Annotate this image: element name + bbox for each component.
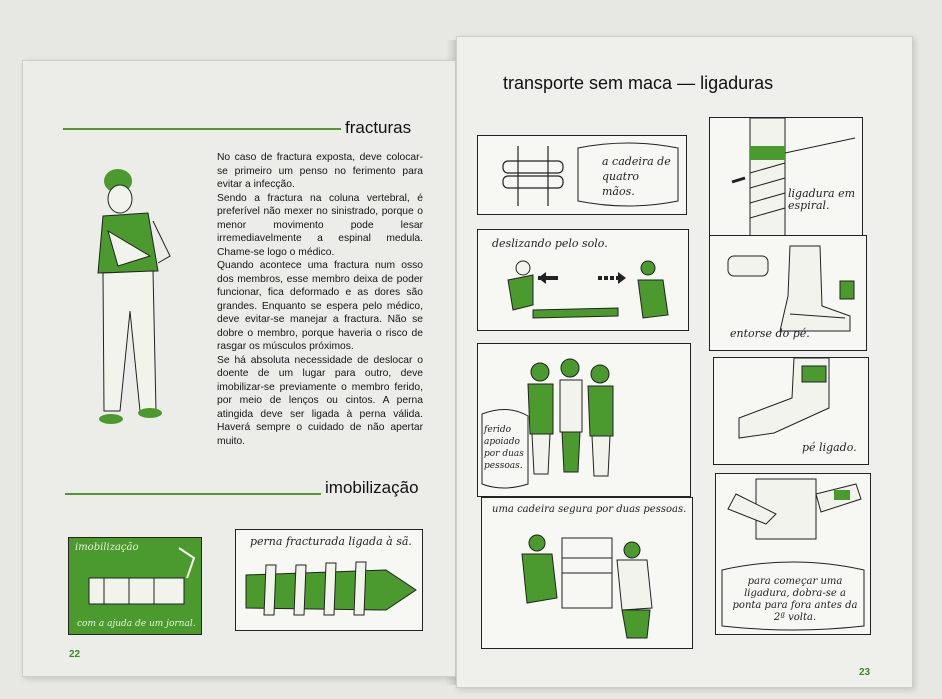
supported-by-two-panel: ferido apoiado por duas pessoas. [477,343,691,497]
leg-tied-caption: perna fracturada ligada à sã. [250,535,412,548]
splint-panel: imobilização com a ajuda de um jornal. [68,537,202,635]
start-bandage-panel: para começar uma ligadura, dobra-se a po… [715,473,871,635]
fracturas-body: No caso de fractura exposta, deve coloca… [217,151,423,448]
sprain-caption: entorse do pé. [730,327,810,340]
drag-along-floor-caption: deslizando pelo solo. [492,237,608,250]
transporte-heading: transporte sem maca — ligaduras [503,73,774,93]
bandaged-foot-panel: pé ligado. [713,357,869,465]
chair-carry-caption: uma cadeira segura por duas pessoas. [492,504,687,515]
right-page: transporte sem maca — ligaduras a cadeir… [456,36,913,688]
four-hand-seat-caption: a cadeira de quatro mãos. [602,155,671,198]
start-bandage-caption: para começar uma ligadura, dobra-se a po… [732,576,858,623]
page-number-left: 22 [69,649,81,660]
bandaged-foot-caption: pé ligado. [802,441,857,454]
page-number-right: 23 [859,667,871,678]
paragraph: Se há absoluta necessidade de deslocar o… [217,354,423,447]
splint-caption-top: imobilização [75,542,139,553]
spiral-bandage-panel: ligadura em espiral. [709,117,863,237]
drag-along-floor-panel: deslizando pelo solo. [477,229,689,331]
imobilizacao-rule [65,493,321,495]
chair-carry-panel: uma cadeira segura por duas pessoas. [481,497,693,649]
left-page: fracturas No caso de fractura exposta, d… [22,60,456,677]
injured-man-illustration [78,161,188,441]
sprain-panel: entorse do pé. [709,235,867,351]
paragraph: Sendo a fractura na coluna vertebral, é … [217,192,423,258]
leg-tied-panel: perna fracturada ligada à sã. [235,529,423,631]
splint-caption-bottom: com a ajuda de um jornal. [77,619,196,629]
supported-by-two-caption: ferido apoiado por duas pessoas. [484,425,524,471]
paragraph: No caso de fractura exposta, deve coloca… [217,152,423,190]
spiral-bandage-caption: ligadura em espiral. [788,187,856,212]
paragraph: Quando acontece uma fractura num osso do… [217,260,423,352]
fracturas-heading: fracturas [345,118,412,137]
imobilizacao-heading: imobilização [325,478,419,497]
four-hand-seat-panel: a cadeira de quatro mãos. [477,135,687,215]
fracturas-rule [63,128,341,130]
